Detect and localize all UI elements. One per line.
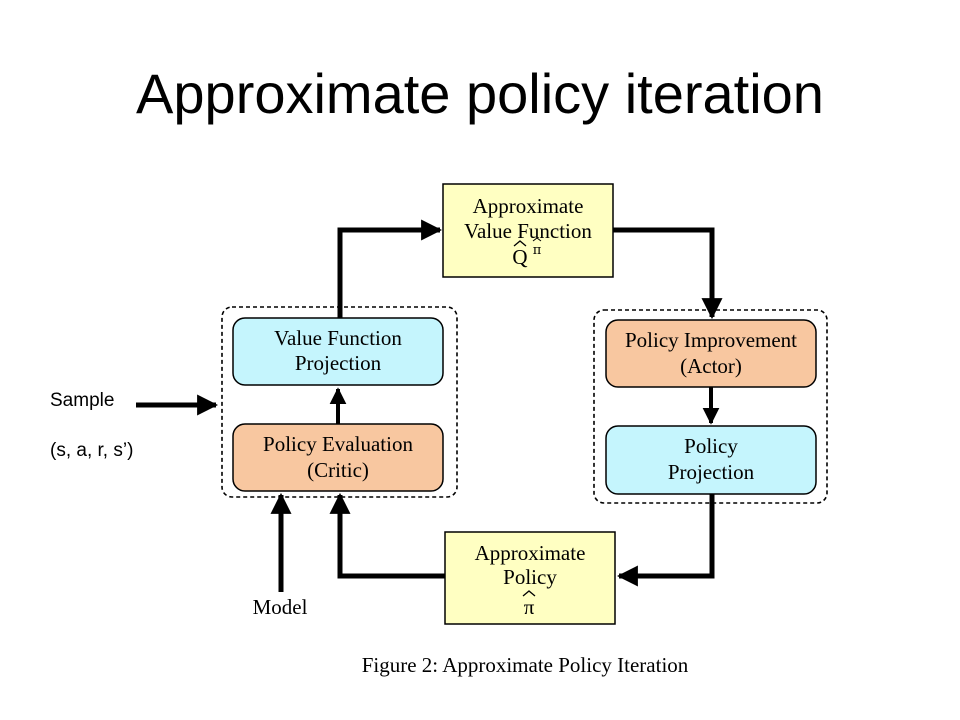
approx-value-function-node: Approximate Value Function Q π: [442, 183, 614, 278]
figure-caption: Figure 2: Approximate Policy Iteration: [362, 653, 689, 677]
projection-to-approx-policy-arrow: [616, 494, 715, 587]
policy-improvement-line1: Policy Improvement: [625, 328, 797, 352]
policy-projection-node: Policy Projection: [605, 425, 817, 495]
page-title: Approximate policy iteration: [136, 62, 824, 125]
vfp-to-value-function-arrow: [337, 219, 443, 318]
pi-symbol: π: [524, 595, 535, 619]
value-function-projection-line2: Projection: [295, 351, 382, 375]
q-superscript-pi: π: [533, 243, 542, 258]
pi-superscript-hat-icon: [532, 237, 542, 242]
pi-hat-icon: [522, 590, 536, 597]
approx-policy-to-evaluation-arrow: [329, 492, 445, 579]
q-symbol: Q: [512, 245, 527, 269]
policy-improvement-line2: (Actor): [680, 354, 742, 378]
sample-label: Sample: [50, 390, 115, 411]
model-label: Model: [253, 595, 308, 619]
value-function-projection-line1: Value Function: [274, 326, 402, 350]
approx-value-function-line2: Value Function: [464, 219, 592, 243]
value-function-projection-node: Value Function Projection: [232, 317, 444, 386]
policy-improvement-node: Policy Improvement (Actor): [605, 319, 817, 388]
approx-policy-node: Approximate Policy π: [444, 531, 616, 625]
policy-projection-line1: Policy: [684, 434, 738, 458]
policy-evaluation-line2: (Critic): [307, 458, 369, 482]
approx-policy-line2: Policy: [503, 565, 557, 589]
value-function-to-improvement-arrow: [613, 227, 723, 320]
policy-evaluation-line1: Policy Evaluation: [263, 432, 413, 456]
policy-projection-line2: Projection: [668, 460, 755, 484]
approx-value-function-line1: Approximate: [473, 194, 584, 218]
q-hat-icon: [513, 240, 527, 247]
policy-evaluation-node: Policy Evaluation (Critic): [232, 423, 444, 492]
approx-policy-line1: Approximate: [475, 541, 586, 565]
sample-tuple-label: (s, a, r, s’): [50, 440, 134, 461]
